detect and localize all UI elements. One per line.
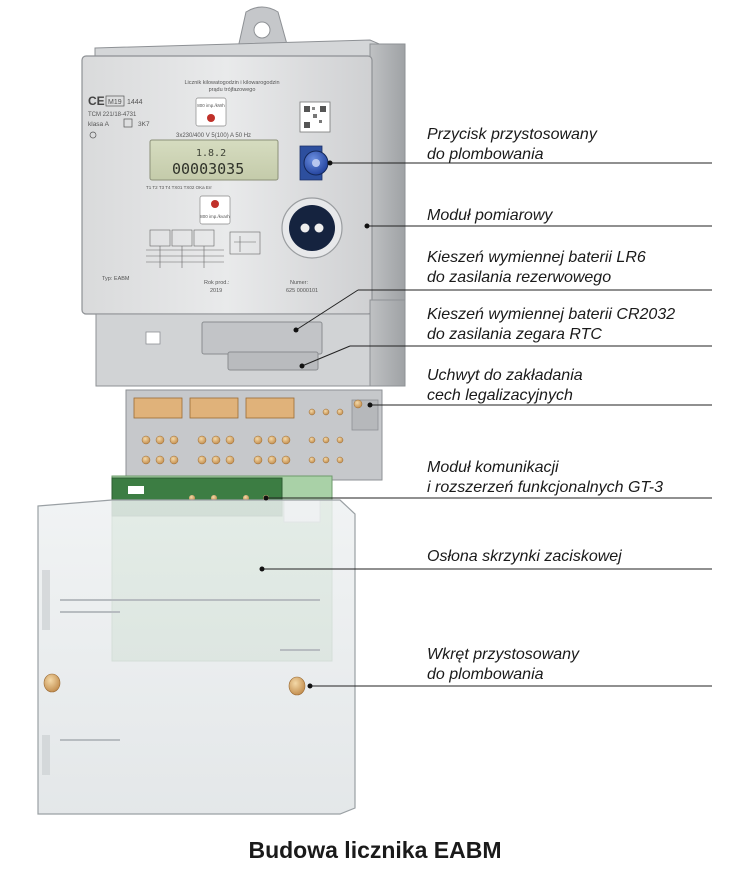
callout-line: do zasilania rezerwowego — [427, 269, 612, 286]
terminal-cover-part — [37, 475, 356, 815]
tariff-labels: T1 T2 T3 T4 TX01 TX02 OKa Err — [146, 185, 212, 190]
meter-face: Licznik kilowatogodzin i kilowarogodzin … — [88, 80, 331, 294]
callout-line: Kieszeń wymiennej baterii LR6 — [427, 249, 646, 266]
accuracy-class: klasa A — [88, 121, 110, 128]
number-label: Numer: — [290, 280, 309, 286]
m-code: 1444 — [127, 99, 143, 106]
optical-port-icon — [281, 197, 343, 259]
led-label-top: 800 imp./kWh — [197, 103, 225, 108]
approval-number: TCM 221/18-4731 — [88, 112, 137, 118]
leader-dots — [259, 160, 373, 689]
callout-measuring-module: Moduł pomiarowy — [427, 206, 552, 226]
led-frame-top — [195, 97, 227, 127]
lcd-display — [149, 139, 279, 181]
m-mark: M19 — [108, 99, 122, 106]
led-bottom-icon — [211, 200, 219, 208]
wiring-schematic-icon — [146, 229, 261, 268]
led-top-icon — [207, 114, 215, 122]
callout-line: do zasilania zegara RTC — [427, 326, 602, 343]
leader-lines — [262, 162, 712, 687]
type-label: Typ: EABM — [102, 276, 130, 282]
m-mark-frame — [105, 95, 125, 107]
callout-line: Osłona skrzynki zaciskowej — [427, 548, 622, 565]
lcd-main-value: 00003035 — [172, 160, 244, 178]
number-value: 625 0000101 — [286, 288, 318, 294]
callout-line: cech legalizacyjnych — [427, 387, 573, 404]
led-label-bottom: 800 imp./kvarh — [200, 214, 230, 219]
callout-line: Kieszeń wymiennej baterii CR2032 — [427, 306, 676, 323]
figure-caption: Budowa licznika EABM — [248, 837, 502, 863]
lcd-small-value: 1.8.2 — [196, 148, 226, 159]
lr6-pocket — [201, 321, 323, 355]
meter-code: 3K7 — [138, 121, 150, 128]
callout-gt3-module: Moduł komunikacji i rozszerzeń funkcjona… — [427, 458, 663, 498]
callout-line: Przycisk przystosowany — [427, 126, 597, 143]
callout-line: Uchwyt do zakładania — [427, 367, 583, 384]
qr-code-icon — [299, 101, 331, 133]
callout-line: do plombowania — [427, 666, 544, 683]
callout-line: Moduł komunikacji — [427, 459, 559, 476]
callout-seal-screw: Wkręt przystosowany do plombowania — [427, 645, 579, 685]
year-label: Rok prod.: — [204, 280, 230, 286]
callout-line: do plombowania — [427, 146, 544, 163]
seal-button-icon — [299, 145, 329, 181]
class-box — [123, 118, 133, 128]
callout-line: Wkręt przystosowany — [427, 646, 580, 663]
callout-seal-button: Przycisk przystosowany do plombowania — [427, 125, 597, 165]
ce-mark: CE — [88, 94, 105, 108]
battery-module — [95, 299, 406, 387]
hanging-tab — [237, 6, 289, 49]
callout-lr6-battery-pocket: Kieszeń wymiennej baterii LR6 do zasilan… — [427, 248, 646, 288]
callout-legalization-holder: Uchwyt do zakładania cech legalizacyjnyc… — [427, 366, 583, 406]
led-frame-bottom — [199, 195, 231, 225]
meter-title-line1: Licznik kilowatogodzin i kilowarogodzin — [184, 80, 279, 86]
callout-terminal-cover: Osłona skrzynki zaciskowej — [427, 547, 622, 567]
callout-line: i rozszerzeń funkcjonalnych GT-3 — [427, 479, 663, 496]
year-value: 2019 — [210, 288, 222, 294]
meter-title-line2: prądu trójfazowego — [209, 87, 256, 93]
terminal-block — [125, 389, 383, 481]
seal-screw-part — [288, 676, 306, 696]
callout-cr2032-battery-pocket: Kieszeń wymiennej baterii CR2032 do zasi… — [427, 305, 675, 345]
ratings-text: 3x230/400 V 5(100) A 50 Hz — [176, 133, 251, 139]
callout-line: Moduł pomiarowy — [427, 207, 553, 224]
cr2032-pocket — [227, 351, 319, 371]
small-symbol-icon — [89, 131, 97, 139]
